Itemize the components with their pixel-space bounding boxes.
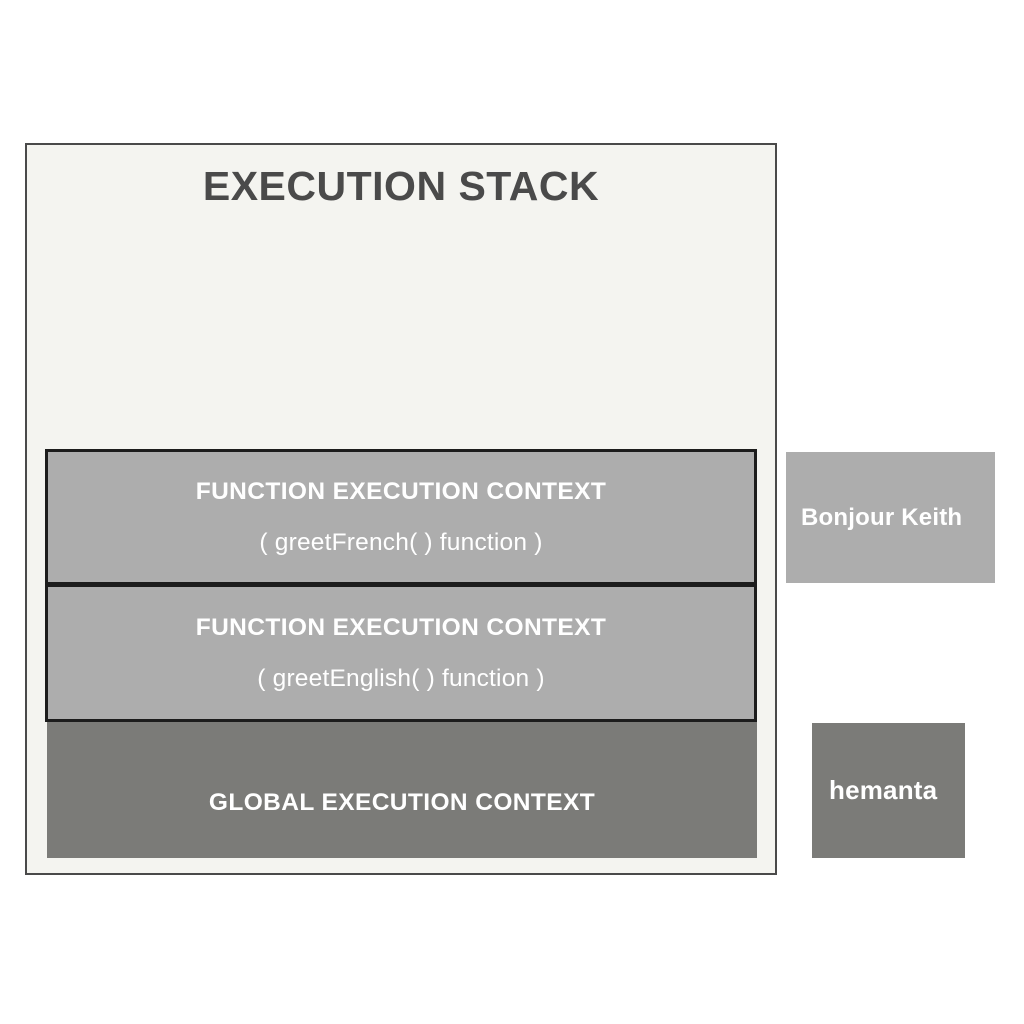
stack-frame-function-greetenglish[interactable]: FUNCTION EXECUTION CONTEXT ( greetEnglis… bbox=[45, 584, 757, 722]
stack-frame-subtitle: ( greetFrench( ) function ) bbox=[259, 529, 543, 556]
stack-frame-global[interactable]: GLOBAL EXECUTION CONTEXT bbox=[47, 722, 757, 858]
stack-frame-title: FUNCTION EXECUTION CONTEXT bbox=[195, 477, 607, 505]
stack-frame-subtitle: ( greetEnglish( ) function ) bbox=[257, 665, 545, 692]
output-callout-hemanta: hemanta bbox=[812, 723, 965, 858]
output-callout-bonjour-keith: Bonjour Keith bbox=[786, 452, 995, 583]
output-callout-label: Bonjour Keith bbox=[801, 503, 963, 531]
stack-frame-title: FUNCTION EXECUTION CONTEXT bbox=[195, 613, 607, 641]
output-callout-label: hemanta bbox=[829, 775, 938, 805]
page-title: EXECUTION STACK bbox=[202, 163, 600, 209]
stack-frame-function-greetfrench[interactable]: FUNCTION EXECUTION CONTEXT ( greetFrench… bbox=[45, 449, 757, 585]
stack-frame-title: GLOBAL EXECUTION CONTEXT bbox=[208, 789, 596, 817]
